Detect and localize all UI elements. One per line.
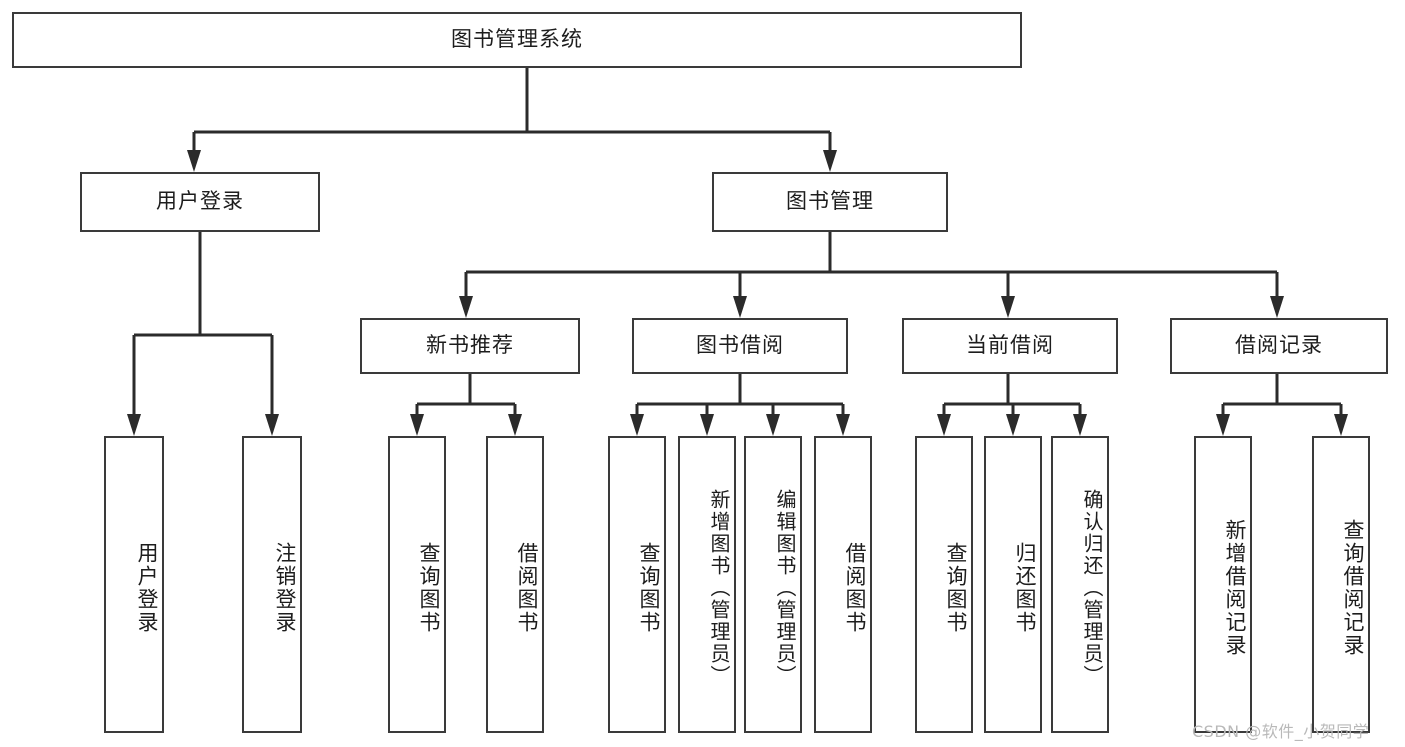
node-leaf-return-book[interactable]: 归还图书 (984, 436, 1042, 733)
node-current-borrow[interactable]: 当前借阅 (902, 318, 1118, 374)
node-root[interactable]: 图书管理系统 (12, 12, 1022, 68)
node-label: 图书借阅 (696, 333, 784, 358)
arrow-head-icon (265, 414, 279, 436)
node-label: 查询图书 (944, 541, 968, 634)
arrow-head-icon (1006, 414, 1020, 436)
node-leaf-edit-book[interactable]: 编辑图书（管理员） (744, 436, 802, 733)
arrow-head-icon (1216, 414, 1230, 436)
arrow-head-icon (508, 414, 522, 436)
node-label: 查询借阅记录 (1341, 518, 1365, 657)
node-label: 当前借阅 (966, 333, 1054, 358)
arrow-head-icon (410, 414, 424, 436)
node-leaf-query-record[interactable]: 查询借阅记录 (1312, 436, 1370, 733)
node-label: 借阅图书 (843, 541, 867, 634)
node-label: 新增图书（管理员） (707, 488, 731, 687)
node-label: 图书管理系统 (451, 27, 583, 52)
arrow-head-icon (836, 414, 850, 436)
arrow-head-icon (127, 414, 141, 436)
node-leaf-add-record[interactable]: 新增借阅记录 (1194, 436, 1252, 733)
node-leaf-borrow-book-2[interactable]: 借阅图书 (814, 436, 872, 733)
node-new-book-recommend[interactable]: 新书推荐 (360, 318, 580, 374)
node-label: 查询图书 (417, 541, 441, 634)
node-book-borrow[interactable]: 图书借阅 (632, 318, 848, 374)
node-leaf-query-book-3[interactable]: 查询图书 (915, 436, 973, 733)
arrow-head-icon (823, 150, 837, 172)
node-label: 查询图书 (637, 541, 661, 634)
node-label: 借阅图书 (515, 541, 539, 634)
node-borrow-record[interactable]: 借阅记录 (1170, 318, 1388, 374)
node-leaf-confirm-return[interactable]: 确认归还（管理员） (1051, 436, 1109, 733)
arrow-head-icon (700, 414, 714, 436)
node-leaf-logout[interactable]: 注销登录 (242, 436, 302, 733)
node-label: 注销登录 (273, 541, 297, 634)
node-label: 确认归还（管理员） (1080, 488, 1104, 687)
node-label: 新增借阅记录 (1223, 518, 1247, 657)
node-leaf-borrow-book-1[interactable]: 借阅图书 (486, 436, 544, 733)
arrow-head-icon (766, 414, 780, 436)
arrow-head-icon (1334, 414, 1348, 436)
node-leaf-user-login[interactable]: 用户登录 (104, 436, 164, 733)
node-book-manage[interactable]: 图书管理 (712, 172, 948, 232)
arrow-head-icon (1073, 414, 1087, 436)
csdn-watermark: CSDN @软件_小贺同学 (1192, 722, 1370, 741)
node-label: 归还图书 (1013, 541, 1037, 634)
node-label: 用户登录 (135, 541, 159, 634)
arrow-head-icon (1001, 296, 1015, 318)
node-label: 新书推荐 (426, 333, 514, 358)
arrow-head-icon (1270, 296, 1284, 318)
node-label: 用户登录 (156, 189, 244, 214)
arrow-head-icon (459, 296, 473, 318)
node-user-login[interactable]: 用户登录 (80, 172, 320, 232)
node-label: 编辑图书（管理员） (773, 488, 797, 687)
node-label: 图书管理 (786, 189, 874, 214)
node-leaf-query-book-1[interactable]: 查询图书 (388, 436, 446, 733)
node-leaf-query-book-2[interactable]: 查询图书 (608, 436, 666, 733)
node-leaf-add-book[interactable]: 新增图书（管理员） (678, 436, 736, 733)
arrow-head-icon (937, 414, 951, 436)
arrow-head-icon (187, 150, 201, 172)
node-label: 借阅记录 (1235, 333, 1323, 358)
arrow-head-icon (630, 414, 644, 436)
arrow-head-icon (733, 296, 747, 318)
